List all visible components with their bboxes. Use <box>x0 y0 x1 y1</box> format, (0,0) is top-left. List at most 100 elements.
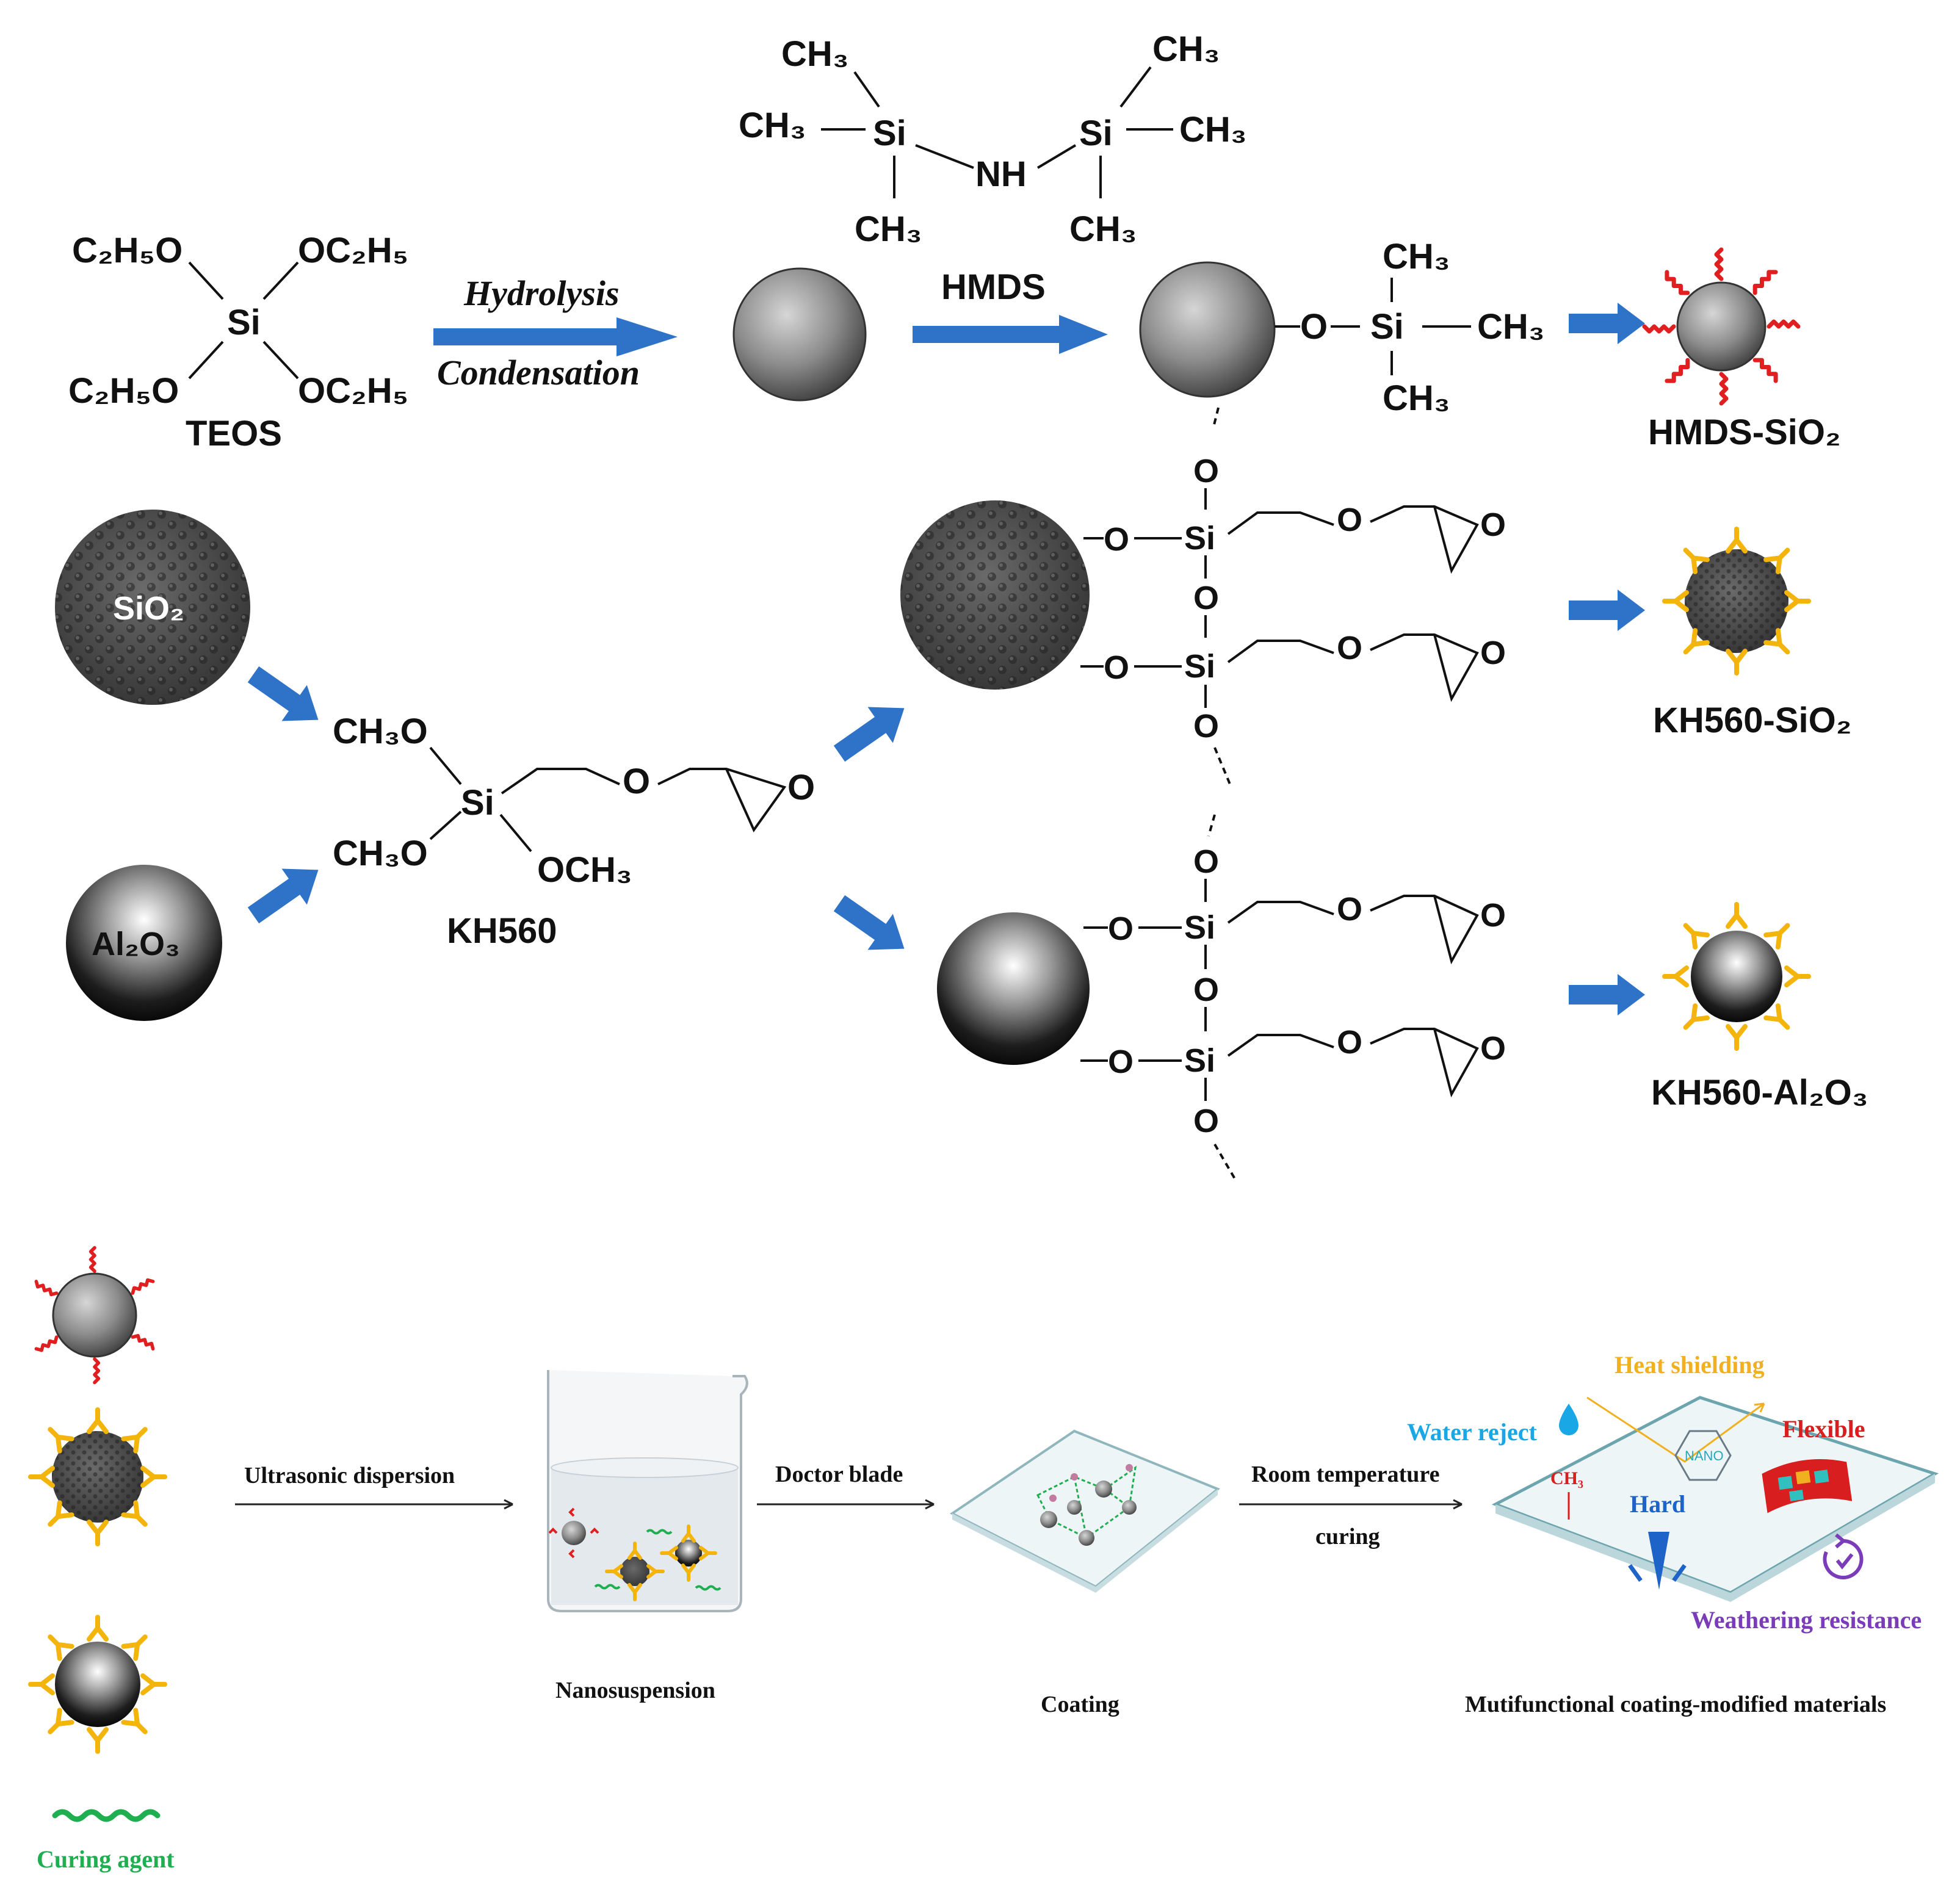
kh560-bottom-left: CH₃O <box>333 834 428 873</box>
hmds-ch3-c: CH₃ <box>1152 29 1220 69</box>
nanosuspension-label: Nanosuspension <box>555 1678 715 1703</box>
grafted-sio2-epoxide-o1: O <box>1480 507 1506 543</box>
grafted-al2o3-o4: O <box>1108 1044 1134 1080</box>
silyl-o: O <box>1300 307 1328 347</box>
silylated-sphere-group: O Si CH₃ CH₃ CH₃ <box>1139 237 1545 418</box>
grafted-al2o3-epoxide-o1: O <box>1480 897 1506 934</box>
hmds-structure: CH₃ CH₃ Si NH Si CH₃ CH₃ CH₃ CH₃ HMDS <box>739 29 1247 307</box>
grafted-al2o3-si1: Si <box>1184 909 1215 946</box>
step3-label-line1: Room temperature <box>1251 1462 1439 1487</box>
silylated-sphere <box>1139 261 1276 398</box>
kh560-si: Si <box>461 783 494 823</box>
hmds-si-left: Si <box>873 114 906 153</box>
coating-label: Coating <box>1041 1692 1119 1717</box>
kh560-sio2-label: KH560-SiO₂ <box>1653 701 1852 740</box>
step3-label-line2: curing <box>1315 1524 1380 1549</box>
hmds-ch3-f: CH₃ <box>1069 209 1137 249</box>
kh560-sio2-particle <box>1665 529 1809 673</box>
hmds-si-right: Si <box>1079 114 1113 153</box>
grafted-sio2-si2: Si <box>1184 648 1215 685</box>
hydrolysis-label: Hydrolysis <box>463 273 620 313</box>
hmds-arrow <box>913 315 1108 354</box>
hmds-label: HMDS <box>941 267 1046 307</box>
teos-bottom-left: C₂H₅O <box>68 371 179 411</box>
grafted-al2o3-chain-o2: O <box>1337 1024 1362 1061</box>
hard-label: Hard <box>1630 1490 1685 1518</box>
kh560-label: KH560 <box>447 911 557 951</box>
sio2-sphere-bare <box>732 267 867 402</box>
hmds-ch3-a: CH₃ <box>781 34 849 74</box>
hmds-ch3-e: CH₃ <box>855 209 922 249</box>
grafted-al2o3-o1: O <box>1193 843 1219 880</box>
grafted-al2o3-o2: O <box>1108 911 1134 947</box>
heat-shielding-label: Heat shielding <box>1615 1351 1765 1379</box>
legend-kh560-sio2-particle <box>31 1410 165 1544</box>
kh560-top-left: CH₃O <box>333 712 428 751</box>
kh560-structure: CH₃O Si CH₃O OCH₃ O O KH560 <box>333 712 815 951</box>
water-reject-label: Water reject <box>1407 1418 1538 1446</box>
hmds-ch3-d: CH₃ <box>1179 110 1247 150</box>
weathering-icon <box>1823 1533 1864 1579</box>
arrow-al2o3-to-kh560 <box>240 851 331 934</box>
grafted-sio2-o2: O <box>1104 521 1129 558</box>
grafted-sio2-chain-o1: O <box>1337 502 1362 538</box>
teos-name: TEOS <box>186 414 282 453</box>
step1-label: Ultrasonic dispersion <box>244 1463 455 1488</box>
arrow-to-kh560-al2o3 <box>1569 974 1645 1015</box>
ch3-label: CH₃ <box>1550 1468 1583 1488</box>
beaker-icon <box>547 1370 748 1612</box>
coating-plate-icon <box>950 1429 1220 1593</box>
flexible-label: Flexible <box>1782 1415 1865 1443</box>
arrow-kh560-to-al2o3 <box>826 885 917 967</box>
weathering-label: Weathering resistance <box>1691 1606 1922 1634</box>
multifunctional-label: Mutifunctional coating-modified material… <box>1465 1692 1886 1717</box>
hydrolysis-arrow: Hydrolysis Condensation <box>433 273 678 392</box>
teos-structure: C₂H₅O OC₂H₅ Si C₂H₅O OC₂H₅ TEOS <box>68 231 408 453</box>
grafted-sio2-o5: O <box>1193 708 1219 745</box>
grafted-sio2-si1: Si <box>1184 520 1215 557</box>
grafted-sio2-group: O O Si O O Si O O O O O <box>900 453 1506 785</box>
grafted-sio2-chain-o2: O <box>1337 630 1362 666</box>
condensation-label: Condensation <box>437 353 640 392</box>
silyl-ch3-top: CH₃ <box>1383 237 1450 276</box>
silyl-ch3-right: CH₃ <box>1477 307 1545 347</box>
flexible-device-icon <box>1762 1459 1853 1513</box>
grafted-al2o3-si2: Si <box>1184 1042 1215 1079</box>
curing-agent-label: Curing agent <box>37 1845 175 1873</box>
nano-text: NANO <box>1685 1448 1724 1463</box>
legend-kh560-al2o3-particle <box>31 1617 165 1751</box>
arrow-to-hmds-sio2 <box>1569 303 1645 344</box>
hard-icon <box>1628 1532 1687 1590</box>
hmds-sio2-label: HMDS-SiO₂ <box>1648 413 1841 452</box>
sio2-label: SiO₂ <box>113 590 184 627</box>
silyl-ch3-bottom: CH₃ <box>1383 378 1450 418</box>
hmds-ch3-b: CH₃ <box>739 106 806 145</box>
grafted-al2o3-chain-o1: O <box>1337 891 1362 928</box>
kh560-epoxide-o: O <box>787 768 815 807</box>
grafted-sio2-epoxide-o2: O <box>1480 635 1506 671</box>
legend-hmds-particle <box>34 1248 155 1383</box>
kh560-al2o3-particle <box>1665 904 1809 1048</box>
arrow-sio2-to-kh560 <box>240 656 331 738</box>
kh560-al2o3-label: KH560-Al₂O₃ <box>1651 1073 1868 1113</box>
teos-top-left: C₂H₅O <box>72 231 183 270</box>
al2o3-label: Al₂O₃ <box>92 926 180 962</box>
kh560-bottom-right: OCH₃ <box>537 850 632 890</box>
curing-agent-icon <box>52 1809 161 1822</box>
teos-top-right: OC₂H₅ <box>298 231 408 270</box>
kh560-o: O <box>623 762 650 801</box>
hmds-nh: NH <box>975 154 1027 194</box>
grafted-al2o3-epoxide-o2: O <box>1480 1030 1506 1067</box>
nano-hexagon-icon: NANO <box>1674 1430 1732 1481</box>
teos-si: Si <box>227 303 261 342</box>
multifunctional-plate <box>1491 1396 1939 1602</box>
grafted-al2o3-o5: O <box>1193 1103 1219 1139</box>
grafted-al2o3-o3: O <box>1193 972 1219 1008</box>
water-drop-icon <box>1559 1404 1578 1435</box>
arrow-to-kh560-sio2 <box>1569 590 1645 631</box>
al2o3-particle-raw: Al₂O₃ <box>66 865 222 1021</box>
grafted-sio2-o3: O <box>1193 580 1219 616</box>
grafted-sio2-o1: O <box>1193 453 1219 489</box>
hmds-sio2-particle <box>1644 250 1798 403</box>
